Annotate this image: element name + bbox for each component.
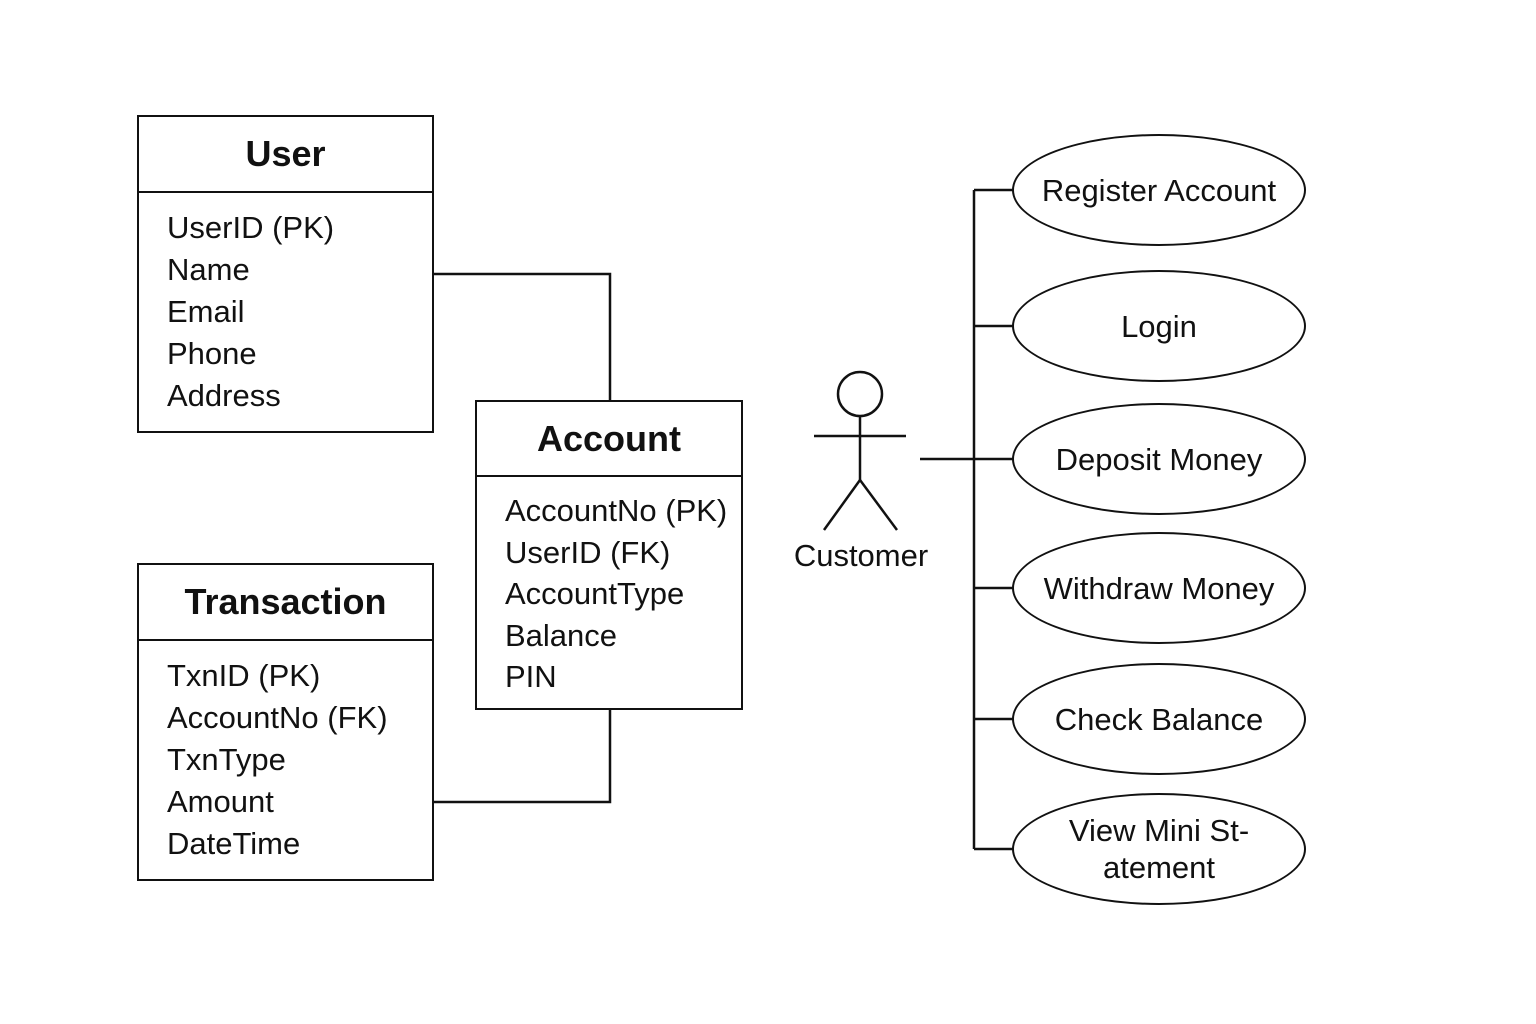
account-entity-title: Account <box>477 402 741 477</box>
use-case-withdraw-money: Withdraw Money <box>1012 532 1306 644</box>
account-attr-pin: PIN <box>505 659 557 694</box>
user-entity-title: User <box>139 117 432 193</box>
transaction-attr-amount: Amount <box>167 784 274 819</box>
account-attr-accountno: AccountNo (PK) <box>505 493 728 528</box>
actor-right-leg <box>858 479 899 531</box>
transaction-entity: Transaction TxnID (PK) AccountNo (FK) Tx… <box>137 563 434 881</box>
user-attr-userid: UserID (PK) <box>167 210 335 245</box>
use-case-login: Login <box>1012 270 1306 382</box>
transaction-attr-txntype: TxnType <box>167 742 286 777</box>
use-case-register-account: Register Account <box>1012 134 1306 246</box>
use-case-check-balance: Check Balance <box>1012 663 1306 775</box>
account-transaction-connector <box>434 710 612 804</box>
transaction-entity-title: Transaction <box>139 565 432 641</box>
user-attr-name: Name <box>167 252 250 287</box>
user-attr-email: Email <box>167 294 245 329</box>
account-attr-userid: UserID (FK) <box>505 534 671 570</box>
transaction-attributes: TxnID (PK) AccountNo (FK) TxnType Amount… <box>139 641 432 865</box>
use-case-label: View Mini St- atement <box>1068 813 1250 885</box>
user-account-connector <box>434 272 612 400</box>
use-case-label: Login <box>1121 308 1197 344</box>
user-attr-address: Address <box>167 378 281 413</box>
use-case-label: Check Balance <box>1054 701 1264 737</box>
transaction-attr-txnid: TxnID (PK) <box>167 658 321 693</box>
user-attributes: UserID (PK) Name Email Phone Address <box>139 193 432 417</box>
use-case-label: Register Account <box>1041 172 1277 208</box>
account-attr-balance: Balance <box>505 617 618 653</box>
account-attributes: AccountNo (PK) UserID (FK) AccountType B… <box>477 477 741 698</box>
use-case-deposit-money: Deposit Money <box>1012 403 1306 515</box>
actor-head <box>836 370 884 418</box>
user-attr-phone: Phone <box>167 336 257 371</box>
account-attr-accounttype: AccountType <box>505 576 685 611</box>
user-entity: User UserID (PK) Name Email Phone Addres… <box>137 115 434 433</box>
actor-label: Customer <box>793 538 929 573</box>
transaction-attr-accountno: AccountNo (FK) <box>167 700 388 735</box>
use-case-label: Deposit Money <box>1055 441 1263 477</box>
transaction-attr-datetime: DateTime <box>167 826 301 861</box>
use-case-view-mini-statement: View Mini St- atement <box>1012 793 1306 905</box>
account-entity: Account AccountNo (PK) UserID (FK) Accou… <box>475 400 743 710</box>
actor-left-leg <box>822 479 862 531</box>
use-case-label: Withdraw Money <box>1043 570 1275 606</box>
